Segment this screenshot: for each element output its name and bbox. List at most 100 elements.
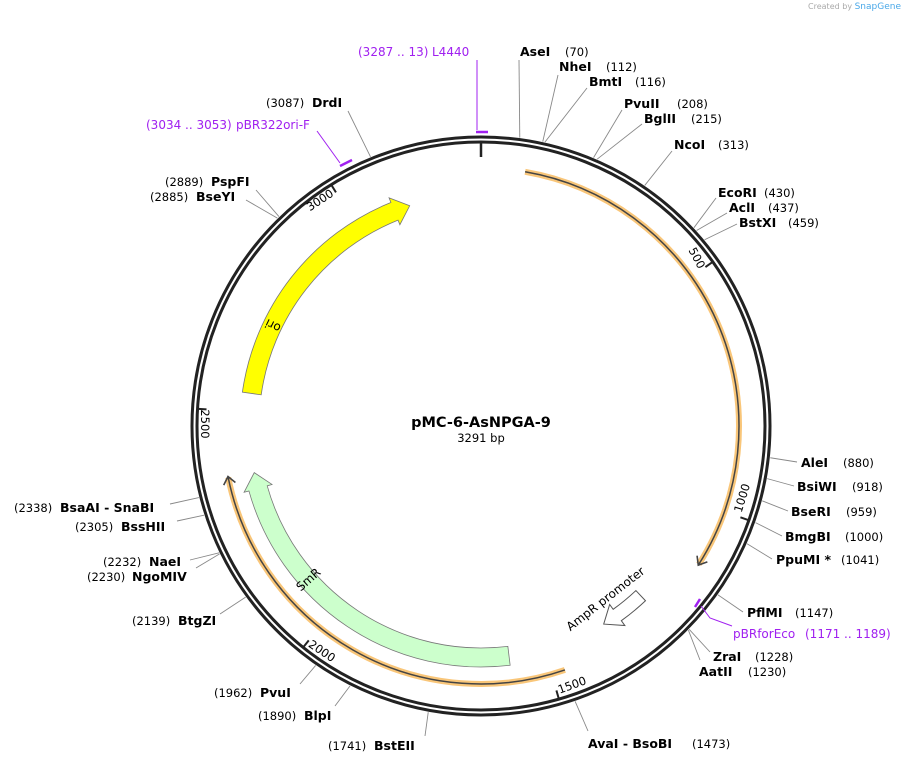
enzyme-position: (2305): [75, 520, 113, 534]
enzyme-position: (2230): [87, 570, 125, 584]
primer-leader-line: [700, 605, 733, 627]
enzyme-name: NheI: [559, 59, 592, 74]
enzyme-name: AseI: [520, 44, 550, 59]
enzyme-leader-line: [767, 478, 795, 487]
enzyme-name: BlpI: [304, 708, 331, 723]
feature-ampr-promoter: [603, 589, 647, 627]
enzyme-name: ZraI: [713, 649, 741, 664]
tick-label: 2500: [198, 409, 212, 438]
enzyme-leader-line: [189, 552, 220, 561]
arrowhead-icon: [222, 475, 236, 486]
backbone-inner: [195, 140, 767, 712]
enzyme-position: (880): [843, 456, 874, 470]
enzyme-position: (918): [852, 480, 883, 494]
enzyme-name: BmtI: [589, 74, 622, 89]
enzyme-leader-line: [687, 629, 701, 661]
enzyme-position: (1230): [748, 665, 786, 679]
enzyme-position: (1000): [845, 530, 883, 544]
enzyme-leader-line: [704, 223, 738, 241]
enzyme-name: BtgZI: [178, 613, 216, 628]
enzyme-leader-line: [593, 109, 623, 158]
tick-label: 1500: [556, 673, 588, 696]
enzyme-name: BseRI: [791, 504, 831, 519]
enzyme-name: BsaAI - SnaBI: [60, 500, 154, 515]
enzyme-leader-line: [169, 497, 200, 505]
feature-ori: [241, 197, 411, 396]
feature-label: ori: [263, 316, 283, 335]
enzyme-leader-line: [299, 665, 317, 685]
enzyme-name: AatII: [699, 664, 732, 679]
enzyme-position: (2232): [103, 555, 141, 569]
enzyme-name: PspFI: [211, 174, 250, 189]
enzyme-leader-line: [424, 712, 429, 737]
enzyme-position: (459): [788, 216, 819, 230]
enzyme-position: (1147): [795, 606, 833, 620]
enzyme-position: (1962): [214, 686, 252, 700]
enzyme-leader-line: [696, 212, 728, 231]
enzyme-position: (2338): [14, 501, 52, 515]
feature-highlight-glow: [524, 168, 742, 566]
enzyme-leader-line: [245, 199, 278, 219]
enzyme-name: BsiWI: [797, 479, 837, 494]
primer-name: L4440: [432, 45, 469, 59]
enzyme-leader-line: [755, 522, 783, 537]
enzyme-name: NaeI: [149, 554, 181, 569]
enzyme-leader-line: [518, 59, 521, 138]
primers-layer: (3287 .. 13) L4440 (3034 .. 3053) pBR322ori…: [146, 45, 891, 641]
enzyme-leader-line: [347, 110, 371, 157]
enzyme-leader-line: [544, 87, 588, 143]
tick-mark: [302, 639, 310, 648]
enzyme-leader-line: [762, 500, 789, 512]
primer-range: (3034 .. 3053): [146, 118, 232, 132]
enzyme-position: (112): [606, 60, 637, 74]
snapgene-watermark: Created by SnapGene: [808, 2, 901, 12]
enzyme-name: EcoRI: [718, 185, 757, 200]
enzyme-leader-line: [644, 150, 673, 186]
enzyme-leader-line: [574, 701, 589, 732]
tick-mark: [555, 690, 560, 699]
enzyme-position: (1473): [692, 737, 730, 751]
enzyme-name: NgoMIV: [132, 569, 187, 584]
primer-mark: [339, 158, 353, 168]
enzyme-position: (215): [691, 112, 722, 126]
enzyme-name: PvuI: [260, 685, 291, 700]
primer-name: pBR322ori-F: [236, 118, 310, 132]
enzyme-leader-line: [176, 514, 205, 522]
enzyme-name: BssHII: [121, 519, 165, 534]
watermark-prefix: Created by: [808, 2, 853, 11]
enzyme-position: (1041): [841, 553, 879, 567]
enzyme-position: (430): [764, 186, 795, 200]
enzyme-leader-line: [255, 189, 280, 217]
enzyme-name: NcoI: [674, 137, 705, 152]
enzymes-layer: AseI(70)NheI(112)BmtI(116)PvuII(208)BglI…: [14, 44, 883, 753]
enzyme-name: AclI: [729, 200, 755, 215]
enzyme-leader-line: [746, 543, 773, 560]
feature-highlight-glow: [225, 476, 566, 687]
feature-highlight-line: [524, 171, 740, 565]
enzyme-position: (3087): [266, 96, 304, 110]
enzyme-leader-line: [542, 74, 559, 142]
feature-highlight-line: [227, 477, 566, 685]
enzyme-position: (2885): [150, 190, 188, 204]
enzyme-leader-line: [693, 197, 717, 228]
enzyme-name: BseYI: [196, 189, 235, 204]
plasmid-length: 3291 bp: [457, 431, 505, 445]
primer-name: pBRforEco: [733, 627, 795, 641]
watermark-brand: SnapGene: [854, 2, 901, 12]
enzyme-name: BmgBI: [785, 529, 831, 544]
arrowhead-icon: [696, 555, 708, 567]
enzyme-leader-line: [334, 685, 351, 707]
enzyme-position: (2889): [165, 175, 203, 189]
primer-mark: [693, 598, 702, 608]
primer-range: (3287 .. 13): [358, 45, 428, 59]
enzyme-name: PpuMI *: [776, 552, 831, 567]
enzyme-position: (313): [718, 138, 749, 152]
plasmid-name: pMC-6-AsNPGA-9: [411, 415, 551, 431]
enzyme-leader-line: [770, 457, 798, 463]
primer-leader-line: [316, 130, 341, 164]
enzyme-position: (1228): [755, 650, 793, 664]
enzyme-name: BstXI: [739, 215, 776, 230]
tick-mark: [740, 516, 749, 521]
enzyme-leader-line: [195, 553, 220, 569]
